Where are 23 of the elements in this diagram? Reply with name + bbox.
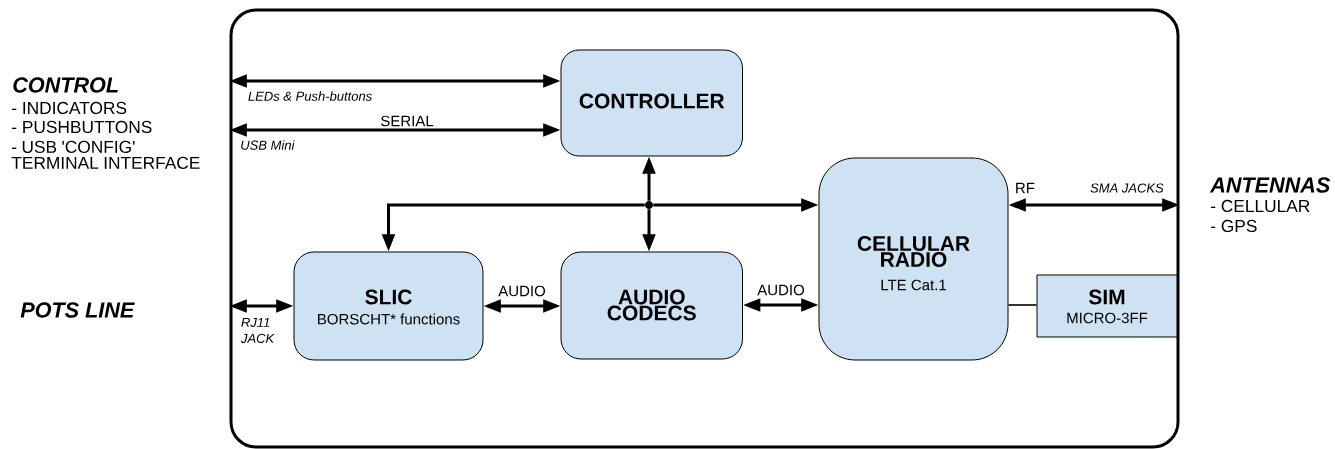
radio-box: CELLULAR RADIO LTE Cat.1 [818, 157, 1009, 361]
edge-label: SERIAL [379, 115, 435, 127]
edge-label: AUDIO [756, 284, 806, 296]
list-item: - INDICATORS [12, 101, 127, 115]
edge-label: RF [1014, 182, 1036, 194]
controller-box: CONTROLLER [560, 49, 743, 157]
edge-label: LEDs & Push-buttons [247, 90, 373, 102]
connector-line [1007, 304, 1038, 306]
list-item: - USB 'CONFIG' TERMINAL INTERFACE [11, 140, 200, 169]
section-heading: POTS LINE [20, 302, 135, 318]
edge-label: RJ11 JACK [240, 317, 282, 344]
list-item: - GPS [1211, 219, 1257, 233]
section-heading: ANTENNAS [1209, 177, 1330, 193]
list-item: - CELLULAR [1211, 199, 1310, 213]
section-heading: CONTROL [13, 77, 118, 93]
edge-label: AUDIO [497, 285, 547, 297]
port-label: SMA JACKS [1090, 183, 1164, 193]
list-item: - PUSHBUTTONS [12, 120, 152, 134]
sim-box: SIM MICRO-3FF [1036, 274, 1178, 338]
port-label: USB Mini [241, 140, 295, 150]
slic-box: SLIC BORSCHT* functions [293, 251, 484, 361]
codec-box: AUDIO CODECS [560, 251, 743, 360]
board-outline [229, 8, 1180, 449]
